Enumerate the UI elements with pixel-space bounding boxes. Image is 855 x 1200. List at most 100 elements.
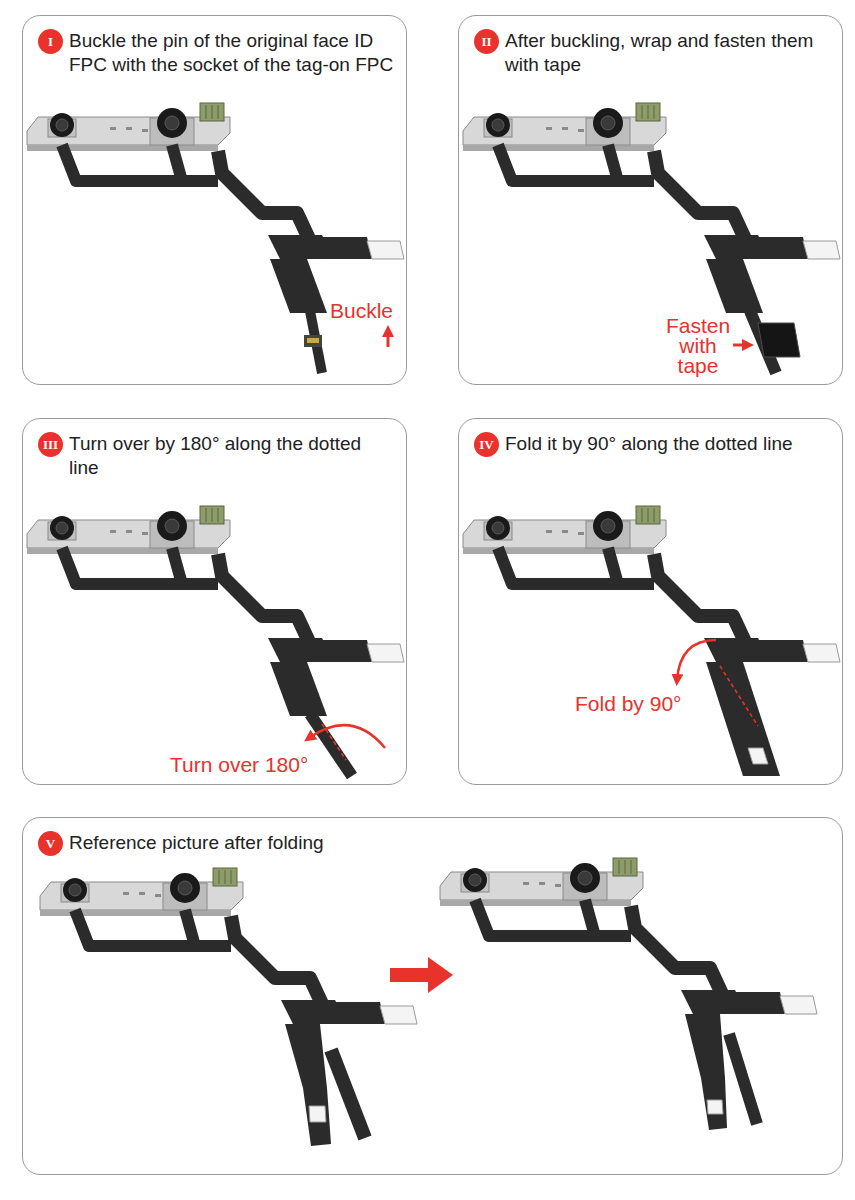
step-panel: After buckling, wrap and fasten them wit… <box>458 15 843 385</box>
fpc-part <box>270 259 327 313</box>
camera-lens <box>492 522 504 534</box>
fpc-part <box>803 241 840 259</box>
fpc-connector <box>304 335 322 347</box>
bracket-hole <box>546 127 552 130</box>
sensor-chip <box>213 868 237 886</box>
flex-strip <box>729 1034 757 1124</box>
flex-strip <box>62 145 218 181</box>
camera-lens <box>69 884 81 896</box>
flex-strip <box>498 145 654 181</box>
flex-strip <box>654 554 746 644</box>
chip-line <box>219 870 220 884</box>
flex-strip <box>608 548 618 584</box>
fpc-part <box>685 1014 727 1130</box>
fpc-part <box>312 640 372 662</box>
bracket-hole <box>126 530 132 533</box>
step-badge: IV <box>474 432 499 457</box>
fpc-part <box>325 1002 385 1024</box>
camera-lens <box>157 511 187 541</box>
bracket-edge <box>440 900 631 906</box>
chip-line <box>648 508 649 522</box>
chip-line <box>642 508 643 522</box>
bracket-edge <box>40 910 231 916</box>
fpc-figure <box>463 103 840 373</box>
step-instruction: Reference picture after folding <box>69 831 830 855</box>
fpc-part <box>803 644 840 662</box>
sensor-chip <box>613 858 637 876</box>
result-arrow <box>390 957 453 993</box>
bracket-hole <box>578 532 584 535</box>
step-badge: V <box>38 831 63 856</box>
chip-line <box>225 870 226 884</box>
bracket-hole <box>110 530 116 533</box>
camera-lens <box>593 511 623 541</box>
fpc-part <box>725 992 785 1014</box>
step-instruction: Turn over by 180° along the dotted line <box>69 432 394 481</box>
bracket-hole <box>142 532 148 535</box>
bracket-hole <box>123 892 129 895</box>
step-instruction: After buckling, wrap and fasten them wit… <box>505 29 830 78</box>
bracket-hole <box>155 894 161 897</box>
chip-line <box>642 105 643 119</box>
flex-strip <box>654 151 746 241</box>
flex-strip <box>62 548 218 584</box>
camera-lens <box>157 108 187 138</box>
chip-line <box>654 105 655 119</box>
flex-strip <box>608 145 618 181</box>
step-number: I <box>48 35 53 48</box>
sensor-chip <box>200 506 224 524</box>
camera-lens <box>486 516 510 540</box>
bracket-hole <box>546 530 552 533</box>
connector-pins <box>307 338 319 343</box>
bracket-hole <box>142 129 148 132</box>
bracket-hole <box>562 127 568 130</box>
step-annotation: Buckle <box>330 301 406 321</box>
camera-lens <box>469 874 481 886</box>
camera-lens <box>170 873 200 903</box>
step-panel: Fold it by 90° along the dotted lineIV <box>458 418 843 785</box>
flex-strip <box>218 151 310 241</box>
fpc-part <box>270 662 327 716</box>
bracket-hole <box>562 530 568 533</box>
bracket-edge <box>27 548 218 554</box>
flex-strip <box>172 145 182 181</box>
step-number: III <box>43 438 58 451</box>
fpc-part <box>707 1100 723 1114</box>
camera-lens <box>165 519 179 533</box>
bracket-hole <box>578 129 584 132</box>
fpc-part <box>367 241 404 259</box>
bracket-edge <box>27 145 218 151</box>
fpc-part <box>758 323 800 357</box>
direction-arrow <box>387 331 390 347</box>
chip-line <box>631 860 632 874</box>
camera-lens <box>578 871 592 885</box>
fpc-part <box>367 644 404 662</box>
fpc-part <box>312 237 372 259</box>
step-instruction: Buckle the pin of the original face ID F… <box>69 29 394 78</box>
chip-line <box>212 508 213 522</box>
fpc-figure <box>27 103 404 373</box>
sensor-chip <box>636 103 660 121</box>
fpc-part <box>748 748 768 764</box>
fpc-part <box>380 1006 417 1024</box>
bracket-edge <box>463 145 654 151</box>
flex-strip <box>310 714 352 776</box>
fpc-figure <box>40 868 417 1146</box>
flex-strip <box>720 666 758 726</box>
step-panel: Turn over by 180° along the dotted line I… <box>22 418 407 785</box>
flex-strip <box>475 900 631 936</box>
flex-strip <box>172 548 182 584</box>
camera-lens <box>50 516 74 540</box>
bracket-edge <box>463 548 654 554</box>
step-badge: I <box>38 29 63 54</box>
fpc-figure <box>463 506 840 776</box>
camera-lens <box>486 113 510 137</box>
direction-arrow <box>733 344 748 347</box>
direction-arrow <box>677 640 716 680</box>
flex-strip <box>498 548 654 584</box>
camera-lens <box>463 868 487 892</box>
step-annotation: Fold by 90° <box>575 694 705 714</box>
step-instruction: Fold it by 90° along the dotted line <box>505 432 830 456</box>
